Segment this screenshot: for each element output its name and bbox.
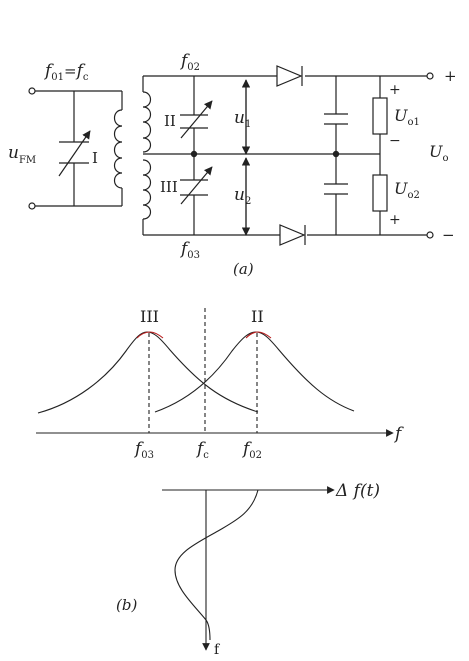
junction-filter-center xyxy=(332,150,340,158)
deviation-axis-label: Δ f(t) xyxy=(335,481,380,501)
response-f03-label: f03 xyxy=(133,439,154,461)
lower-diode-icon xyxy=(279,224,306,246)
lower-load-resistor xyxy=(372,174,388,212)
output-bottom-terminal xyxy=(426,231,434,239)
resonance-curve-ii xyxy=(154,331,355,413)
uo2-label: Uo2 xyxy=(394,179,420,201)
resonance-curve-iii xyxy=(37,331,259,414)
response-left-marker: III xyxy=(140,307,159,326)
tank-ii-tuning-arrow xyxy=(180,100,213,139)
secondary-coil-upper xyxy=(142,91,152,153)
resonance-peak-iii-red xyxy=(136,331,164,339)
response-fc-label: fc xyxy=(195,439,209,461)
plus-top-label: + xyxy=(389,82,401,98)
u2-label: u2 xyxy=(234,185,251,207)
f02-label: f02 xyxy=(179,51,200,73)
deviation-labels: Δ f(t) f (b) xyxy=(116,481,380,658)
plus-bottom-label: + xyxy=(389,212,401,228)
upper-diode-icon xyxy=(276,65,303,87)
uo1-label: Uo1 xyxy=(394,106,420,128)
circuit-diagram-a xyxy=(28,65,434,246)
output-top-terminal xyxy=(426,72,434,80)
circuit-labels: uFM f01=fc f02 f03 I II III u1 u2 + − + … xyxy=(8,51,457,278)
minus-mid-label: − xyxy=(389,133,401,149)
input-label: uFM xyxy=(8,143,36,166)
response-right-marker: II xyxy=(251,307,264,326)
junction-tank-center xyxy=(190,150,198,158)
response-labels: III II f03 fc f02 f xyxy=(133,307,404,461)
f01-label: f01=fc xyxy=(43,61,89,83)
primary-coil xyxy=(113,109,123,189)
deviation-plot xyxy=(162,486,335,651)
caption-a: (a) xyxy=(233,260,254,278)
deviation-curve xyxy=(174,489,259,641)
deviation-t-axis-label: f xyxy=(214,642,221,658)
response-curves xyxy=(36,308,394,437)
u1-label: u1 xyxy=(234,108,251,130)
response-f02-label: f02 xyxy=(241,439,262,461)
upper-load-resistor xyxy=(372,97,388,135)
input-bottom-terminal xyxy=(28,202,36,210)
terminal-plus-label: + xyxy=(444,67,457,85)
secondary-coil-lower xyxy=(142,159,152,220)
uo-label: Uo xyxy=(429,142,449,164)
tank-iii-tuning-arrow xyxy=(180,166,213,205)
input-top-terminal xyxy=(28,87,36,95)
caption-b: (b) xyxy=(116,596,137,614)
tank-ii-roman: II xyxy=(164,112,176,130)
tank-i-tuning-arrow xyxy=(58,130,91,177)
f03-label: f03 xyxy=(179,239,200,261)
resonance-peak-ii-red xyxy=(245,331,272,339)
terminal-minus-label: − xyxy=(442,226,455,244)
tank-i-roman: I xyxy=(92,149,98,167)
response-f-axis-label: f xyxy=(393,424,404,444)
tank-iii-roman: III xyxy=(160,178,178,196)
